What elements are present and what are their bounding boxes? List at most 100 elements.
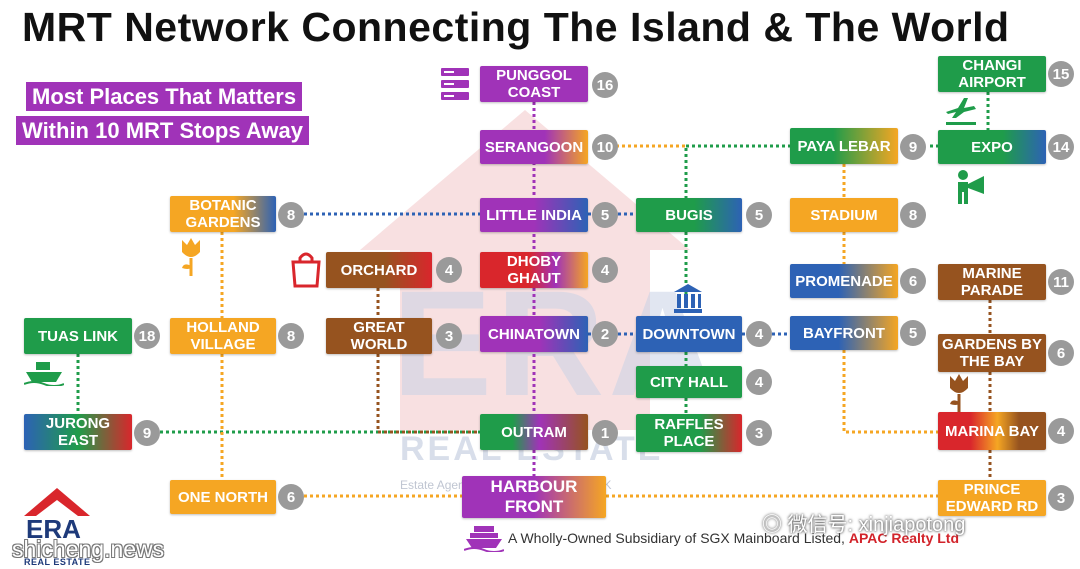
station-label: STADIUM <box>810 206 878 224</box>
station-label: GREAT WORLD <box>350 319 408 353</box>
stop-count-badge: 5 <box>592 202 618 228</box>
stop-count-badge: 9 <box>134 420 160 446</box>
station-chinatown: CHINATOWN <box>480 316 588 352</box>
station-label: RAFFLES PLACE <box>654 416 724 450</box>
station-label: HOLLAND VILLAGE <box>186 319 260 353</box>
government-building-icon <box>674 284 702 313</box>
station-bayfront: BAYFRONT <box>790 316 898 350</box>
stop-count-badge: 14 <box>1048 134 1074 160</box>
station-changi-airport: CHANGI AIRPORT <box>938 56 1046 92</box>
stop-count-badge: 4 <box>1048 418 1074 444</box>
station-dhoby-ghaut: DHOBY GHAUT <box>480 252 588 288</box>
station-raffles-place: RAFFLES PLACE <box>636 414 742 452</box>
station-jurong-east: JURONG EAST <box>24 414 132 450</box>
station-label: MARINA BAY <box>945 422 1039 440</box>
stop-count-badge: 4 <box>592 257 618 283</box>
wechat-icon: ◎ <box>762 514 788 536</box>
station-label: CITY HALL <box>649 373 729 391</box>
era-logo-icon <box>24 488 90 516</box>
station-paya-lebar: PAYA LEBAR <box>790 128 898 164</box>
station-label: GARDENS BY THE BAY <box>941 336 1042 370</box>
stop-count-badge: 8 <box>278 202 304 228</box>
footer-subsidiary: A Wholly-Owned Subsidiary of SGX Mainboa… <box>508 530 845 546</box>
station-outram: OUTRAM <box>480 414 588 450</box>
ship-icon <box>24 362 64 386</box>
stop-count-badge: 6 <box>1048 340 1074 366</box>
station-label: PROMENADE <box>795 272 893 290</box>
station-label: CHANGI AIRPORT <box>958 57 1026 91</box>
station-label: PUNGGOL COAST <box>496 67 572 101</box>
station-bugis: BUGIS <box>636 198 742 232</box>
stop-count-badge: 1 <box>592 420 618 446</box>
station-label: PAYA LEBAR <box>797 137 891 155</box>
megaphone-icon <box>958 170 984 204</box>
page-title: MRT Network Connecting The Island & The … <box>22 4 1010 50</box>
stop-count-badge: 18 <box>134 323 160 349</box>
station-prince-edward-rd: PRINCE EDWARD RD <box>938 480 1046 516</box>
station-stadium: STADIUM <box>790 198 898 232</box>
station-label: EXPO <box>971 138 1013 156</box>
flower-icon <box>950 374 968 412</box>
station-label: BOTANIC GARDENS <box>185 197 261 231</box>
stop-count-badge: 6 <box>278 484 304 510</box>
tagline-line-2: Within 10 MRT Stops Away <box>16 116 309 145</box>
station-label: CHINATOWN <box>488 325 580 343</box>
wechat-watermark: ◎ 微信号: xinjiapotong <box>762 508 965 537</box>
station-downtown: DOWNTOWN <box>636 316 742 352</box>
station-label: PRINCE EDWARD RD <box>945 481 1039 515</box>
stop-count-badge: 9 <box>900 134 926 160</box>
wechat-id: 微信号: xinjiapotong <box>787 514 966 536</box>
station-botanic-gardens: BOTANIC GARDENS <box>170 196 276 232</box>
station-label: BAYFRONT <box>803 324 885 342</box>
station-city-hall: CITY HALL <box>636 366 742 398</box>
station-harbour-front: HARBOUR FRONT <box>462 476 606 518</box>
stop-count-badge: 3 <box>1048 485 1074 511</box>
station-little-india: LITTLE INDIA <box>480 198 588 232</box>
tagline-line-1: Most Places That Matters <box>26 82 303 111</box>
footer-company: APAC Realty Ltd <box>848 530 960 546</box>
stop-count-badge: 11 <box>1048 269 1074 295</box>
stop-count-badge: 8 <box>278 323 304 349</box>
shopping-bag-icon <box>291 252 321 288</box>
stop-count-badge: 3 <box>436 323 462 349</box>
station-marine-parade: MARINE PARADE <box>938 264 1046 300</box>
station-one-north: ONE NORTH <box>170 480 276 514</box>
stop-count-badge: 6 <box>900 268 926 294</box>
station-label: HARBOUR FRONT <box>490 477 578 516</box>
stop-count-badge: 8 <box>900 202 926 228</box>
station-label: MARINE PARADE <box>960 265 1024 299</box>
station-label: TUAS LINK <box>38 327 118 345</box>
station-punggol-coast: PUNGGOL COAST <box>480 66 588 102</box>
stop-count-badge: 4 <box>746 321 772 347</box>
station-label: JURONG EAST <box>45 415 111 449</box>
station-label: ONE NORTH <box>178 488 268 506</box>
station-gardens-by-the-bay: GARDENS BY THE BAY <box>938 334 1046 372</box>
stop-count-badge: 5 <box>900 320 926 346</box>
stop-count-badge: 5 <box>746 202 772 228</box>
station-label: LITTLE INDIA <box>486 206 582 224</box>
footer-text: A Wholly-Owned Subsidiary of SGX Mainboa… <box>508 530 959 546</box>
server-rack-icon <box>441 68 469 100</box>
cruise-ship-icon <box>464 526 504 552</box>
station-orchard: ORCHARD <box>326 252 432 288</box>
logo-sub: REAL ESTATE <box>24 557 91 567</box>
stop-count-badge: 4 <box>746 369 772 395</box>
station-label: ORCHARD <box>340 261 418 279</box>
station-holland-village: HOLLAND VILLAGE <box>170 318 276 354</box>
station-label: DHOBY GHAUT <box>506 253 562 287</box>
station-label: BUGIS <box>665 206 713 224</box>
stop-count-badge: 15 <box>1048 61 1074 87</box>
station-marina-bay: MARINA BAY <box>938 412 1046 450</box>
stop-count-badge: 3 <box>746 420 772 446</box>
station-label: SERANGOON <box>484 138 584 156</box>
station-serangoon: SERANGOON <box>480 130 588 164</box>
site-watermark: shicheng.news <box>12 536 165 562</box>
flower-icon <box>182 238 200 276</box>
station-great-world: GREAT WORLD <box>326 318 432 354</box>
logo-brand: ERA <box>26 514 81 544</box>
station-expo: EXPO <box>938 130 1046 164</box>
station-tuas-link: TUAS LINK <box>24 318 132 354</box>
airplane-icon <box>946 98 976 125</box>
station-promenade: PROMENADE <box>790 264 898 298</box>
